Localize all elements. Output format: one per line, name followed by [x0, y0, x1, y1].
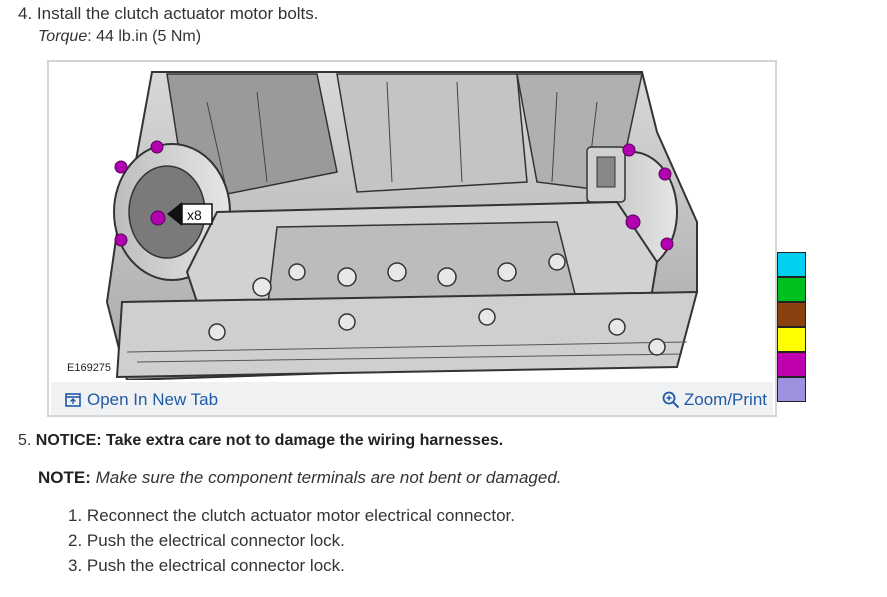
torque-spec: Torque: 44 lb.in (5 Nm)	[38, 28, 201, 46]
substep-text: Push the electrical connector lock.	[86, 556, 345, 575]
note: NOTE: Make sure the component terminals …	[38, 468, 562, 488]
swatch-yellow[interactable]	[777, 327, 806, 352]
step-5: 5. NOTICE: Take extra care not to damage…	[18, 432, 503, 450]
open-in-new-tab-link[interactable]: Open In New Tab	[65, 390, 218, 410]
substep-number: 3.	[68, 556, 83, 575]
step-5-notice: NOTICE: Take extra care not to damage th…	[35, 432, 504, 449]
note-text: Make sure the component terminals are no…	[95, 468, 562, 487]
list-item: 1. Reconnect the clutch actuator motor e…	[68, 506, 515, 531]
x8-callout: x8	[167, 202, 213, 226]
substep-number: 2.	[68, 531, 83, 550]
callout-label: x8	[187, 207, 202, 223]
torque-value: : 44 lb.in (5 Nm)	[87, 28, 202, 45]
step-4: 4. Install the clutch actuator motor bol…	[18, 4, 319, 24]
swatch-magenta[interactable]	[777, 352, 806, 377]
step-5-number: 5.	[18, 432, 32, 449]
list-item: 3. Push the electrical connector lock.	[68, 556, 515, 581]
substep-text: Push the electrical connector lock.	[86, 531, 345, 550]
substep-number: 1.	[68, 506, 83, 525]
figure-code: E169275	[65, 362, 114, 374]
zoom-print-link[interactable]: Zoom/Print	[662, 390, 767, 410]
step-4-text: Install the clutch actuator motor bolts.	[36, 4, 319, 23]
note-label: NOTE:	[38, 468, 91, 487]
substep-text: Reconnect the clutch actuator motor elec…	[86, 506, 515, 525]
open-tab-icon	[65, 393, 81, 407]
transmission-illustration[interactable]: x8 E169275	[57, 62, 773, 380]
transmission-drawing: x8	[105, 71, 699, 380]
zoom-print-label: Zoom/Print	[683, 390, 767, 409]
zoom-icon	[662, 391, 680, 409]
open-in-new-tab-label: Open In New Tab	[87, 390, 219, 409]
swatch-lavender[interactable]	[777, 377, 806, 402]
figure-footer: Open In New Tab Zoom/Print	[51, 382, 773, 415]
list-item: 2. Push the electrical connector lock.	[68, 531, 515, 556]
step-4-number: 4.	[18, 4, 33, 23]
color-swatch-strip	[777, 252, 806, 402]
figure-container: x8 E169275 Open In New Tab Zoom/Print	[47, 60, 777, 417]
swatch-cyan[interactable]	[777, 252, 806, 277]
swatch-green[interactable]	[777, 277, 806, 302]
swatch-brown[interactable]	[777, 302, 806, 327]
torque-label: Torque	[38, 28, 88, 45]
substep-list: 1. Reconnect the clutch actuator motor e…	[68, 506, 515, 581]
